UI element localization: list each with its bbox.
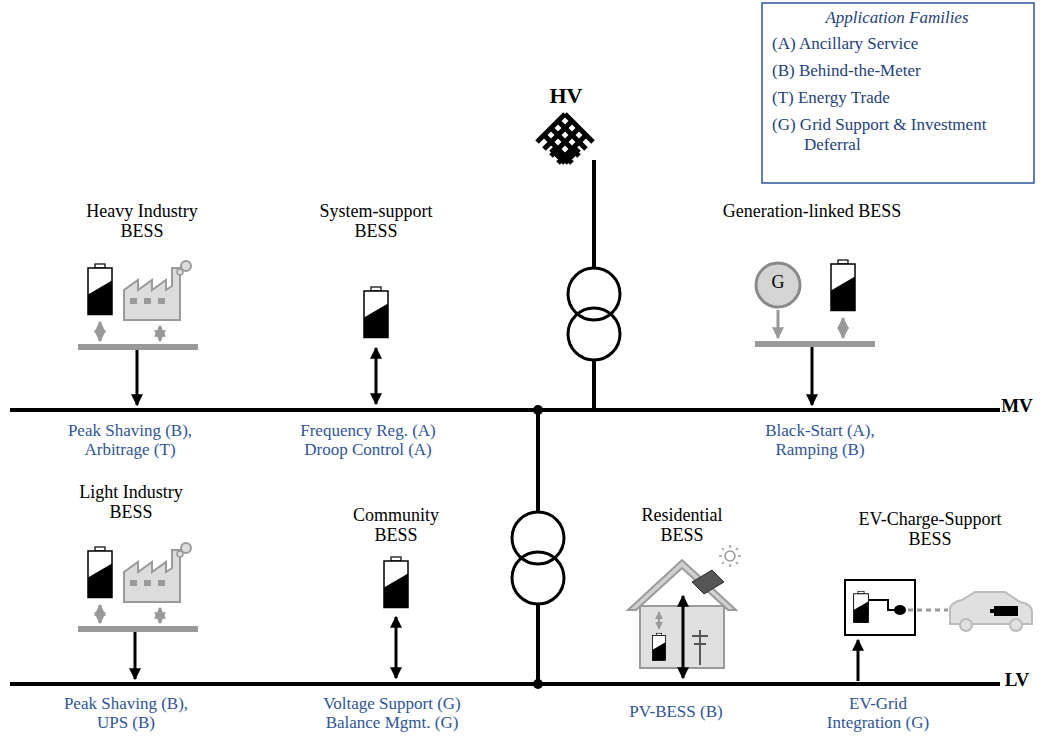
- application-label: Frequency Reg. (A) Droop Control (A): [286, 422, 451, 459]
- generator-symbol: [756, 263, 800, 307]
- application-label: Black-Start (A), Ramping (B): [745, 422, 895, 459]
- legend-entry: (T) Energy Trade: [772, 88, 1024, 108]
- legend-title: Application Families: [767, 9, 1027, 28]
- legend-entry: (B) Behind-the-Meter: [772, 61, 1024, 81]
- generator-letter: G: [763, 273, 793, 293]
- battery-icon: [364, 287, 388, 338]
- legend-frame: [762, 3, 1034, 183]
- battery-icon: [384, 557, 408, 608]
- application-label: PV-BESS (B): [606, 703, 746, 722]
- bess-title: Light Industry BESS: [61, 483, 201, 523]
- application-label: Peak Shaving (B), UPS (B): [51, 695, 201, 732]
- bess-title: EV-Charge-Support BESS: [843, 510, 1018, 550]
- battery-icon: [88, 264, 112, 315]
- voltage-label: MV: [997, 396, 1037, 417]
- bess-title: Residential BESS: [627, 506, 737, 546]
- battery-icon: [831, 260, 855, 311]
- lv-bus: [10, 682, 1000, 686]
- bess-title: Community BESS: [334, 506, 459, 546]
- application-label: EV-Grid Integration (G): [814, 695, 942, 732]
- mv-bus: [10, 408, 1000, 412]
- factory-icon: [124, 543, 191, 602]
- charger-box: [845, 580, 915, 635]
- transformer: [568, 268, 620, 320]
- hv-grid-symbol: [537, 114, 593, 163]
- bess-title: Heavy Industry BESS: [67, 202, 217, 242]
- transformer: [512, 512, 564, 564]
- bess-title: System-support BESS: [306, 202, 446, 242]
- application-label: Peak Shaving (B), Arbitrage (T): [45, 422, 215, 459]
- bess-title: Generation-linked BESS: [722, 202, 902, 222]
- voltage-label: HV: [536, 84, 596, 108]
- application-label: Voltage Support (G) Balance Mgmt. (G): [307, 695, 477, 732]
- legend-entry: (G) Grid Support & Investment Deferral: [772, 115, 1024, 154]
- factory-icon: [124, 261, 191, 320]
- legend-entry: (A) Ancillary Service: [772, 34, 1024, 54]
- voltage-label: LV: [997, 670, 1037, 691]
- battery-icon: [88, 547, 112, 598]
